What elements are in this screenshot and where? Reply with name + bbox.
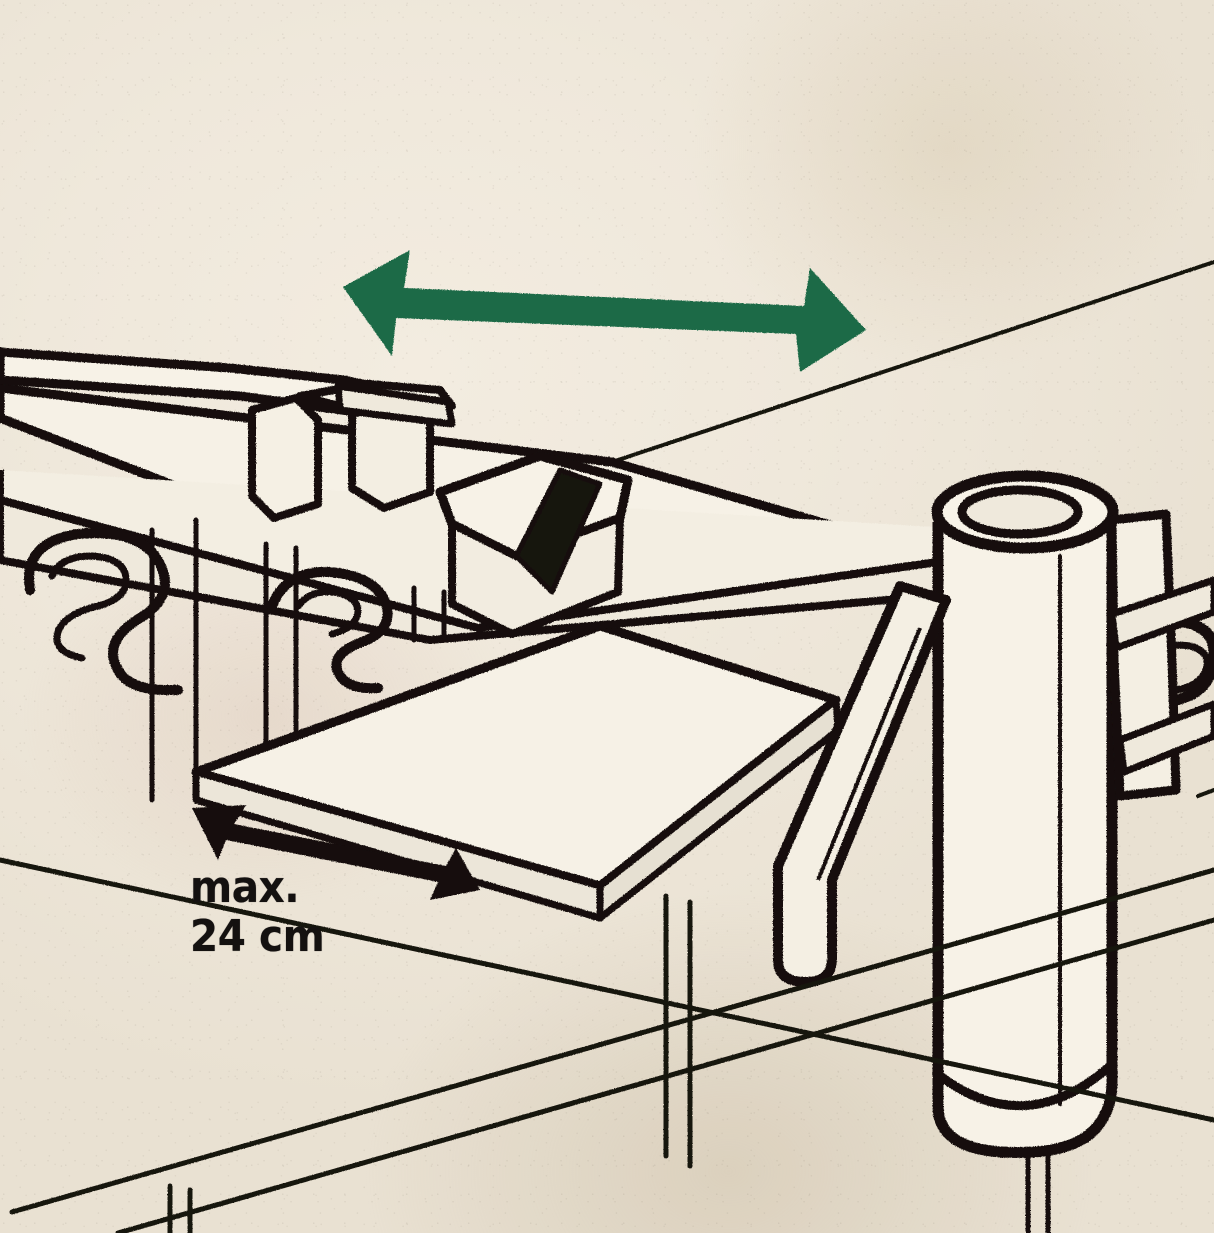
hook-inner-mid [294,588,362,638]
post-body [932,508,1118,1158]
double-headed-arrow-icon [192,805,480,900]
dimension-label: max. 24 cm [190,866,325,963]
support-post [931,470,1119,1233]
hook-inner-left [48,552,130,662]
bracket-inner-line [816,627,922,881]
post-flange [1107,509,1214,801]
flange-arm-lower [1116,700,1214,776]
bench-edge-2 [9,867,1214,1215]
hook-outer-left [24,528,183,695]
bracket-gusset [773,581,951,987]
bench-leg [167,893,693,1233]
clamp-head-left [0,347,456,522]
post-bore [957,485,1083,539]
movement-arrow [343,250,866,372]
bench-edge-1 [0,857,1214,1123]
clamp-tower-a [248,394,322,522]
double-headed-arrow-icon [343,250,866,372]
post-foot [935,1061,1115,1111]
hook-outer-mid [267,566,393,694]
clamp-cross-bar [334,382,456,428]
sliding-stop-block [435,451,633,638]
clamp-shafts-left [149,517,447,803]
flange-arm [1108,576,1214,652]
clamp-hook-mid [267,566,393,694]
workpiece-board [191,621,842,922]
post-bracket [773,581,951,987]
clamp-hook-left [24,528,183,695]
bench-far-edge [610,260,1214,464]
dimension-label-value: 24 cm [190,911,325,963]
dimension-label-qualifier: max. [190,862,300,913]
dimension-arrow [192,805,480,900]
stop-block-blade [513,467,603,595]
bench-right-edge [1196,788,1214,798]
bench-top [610,260,1214,798]
